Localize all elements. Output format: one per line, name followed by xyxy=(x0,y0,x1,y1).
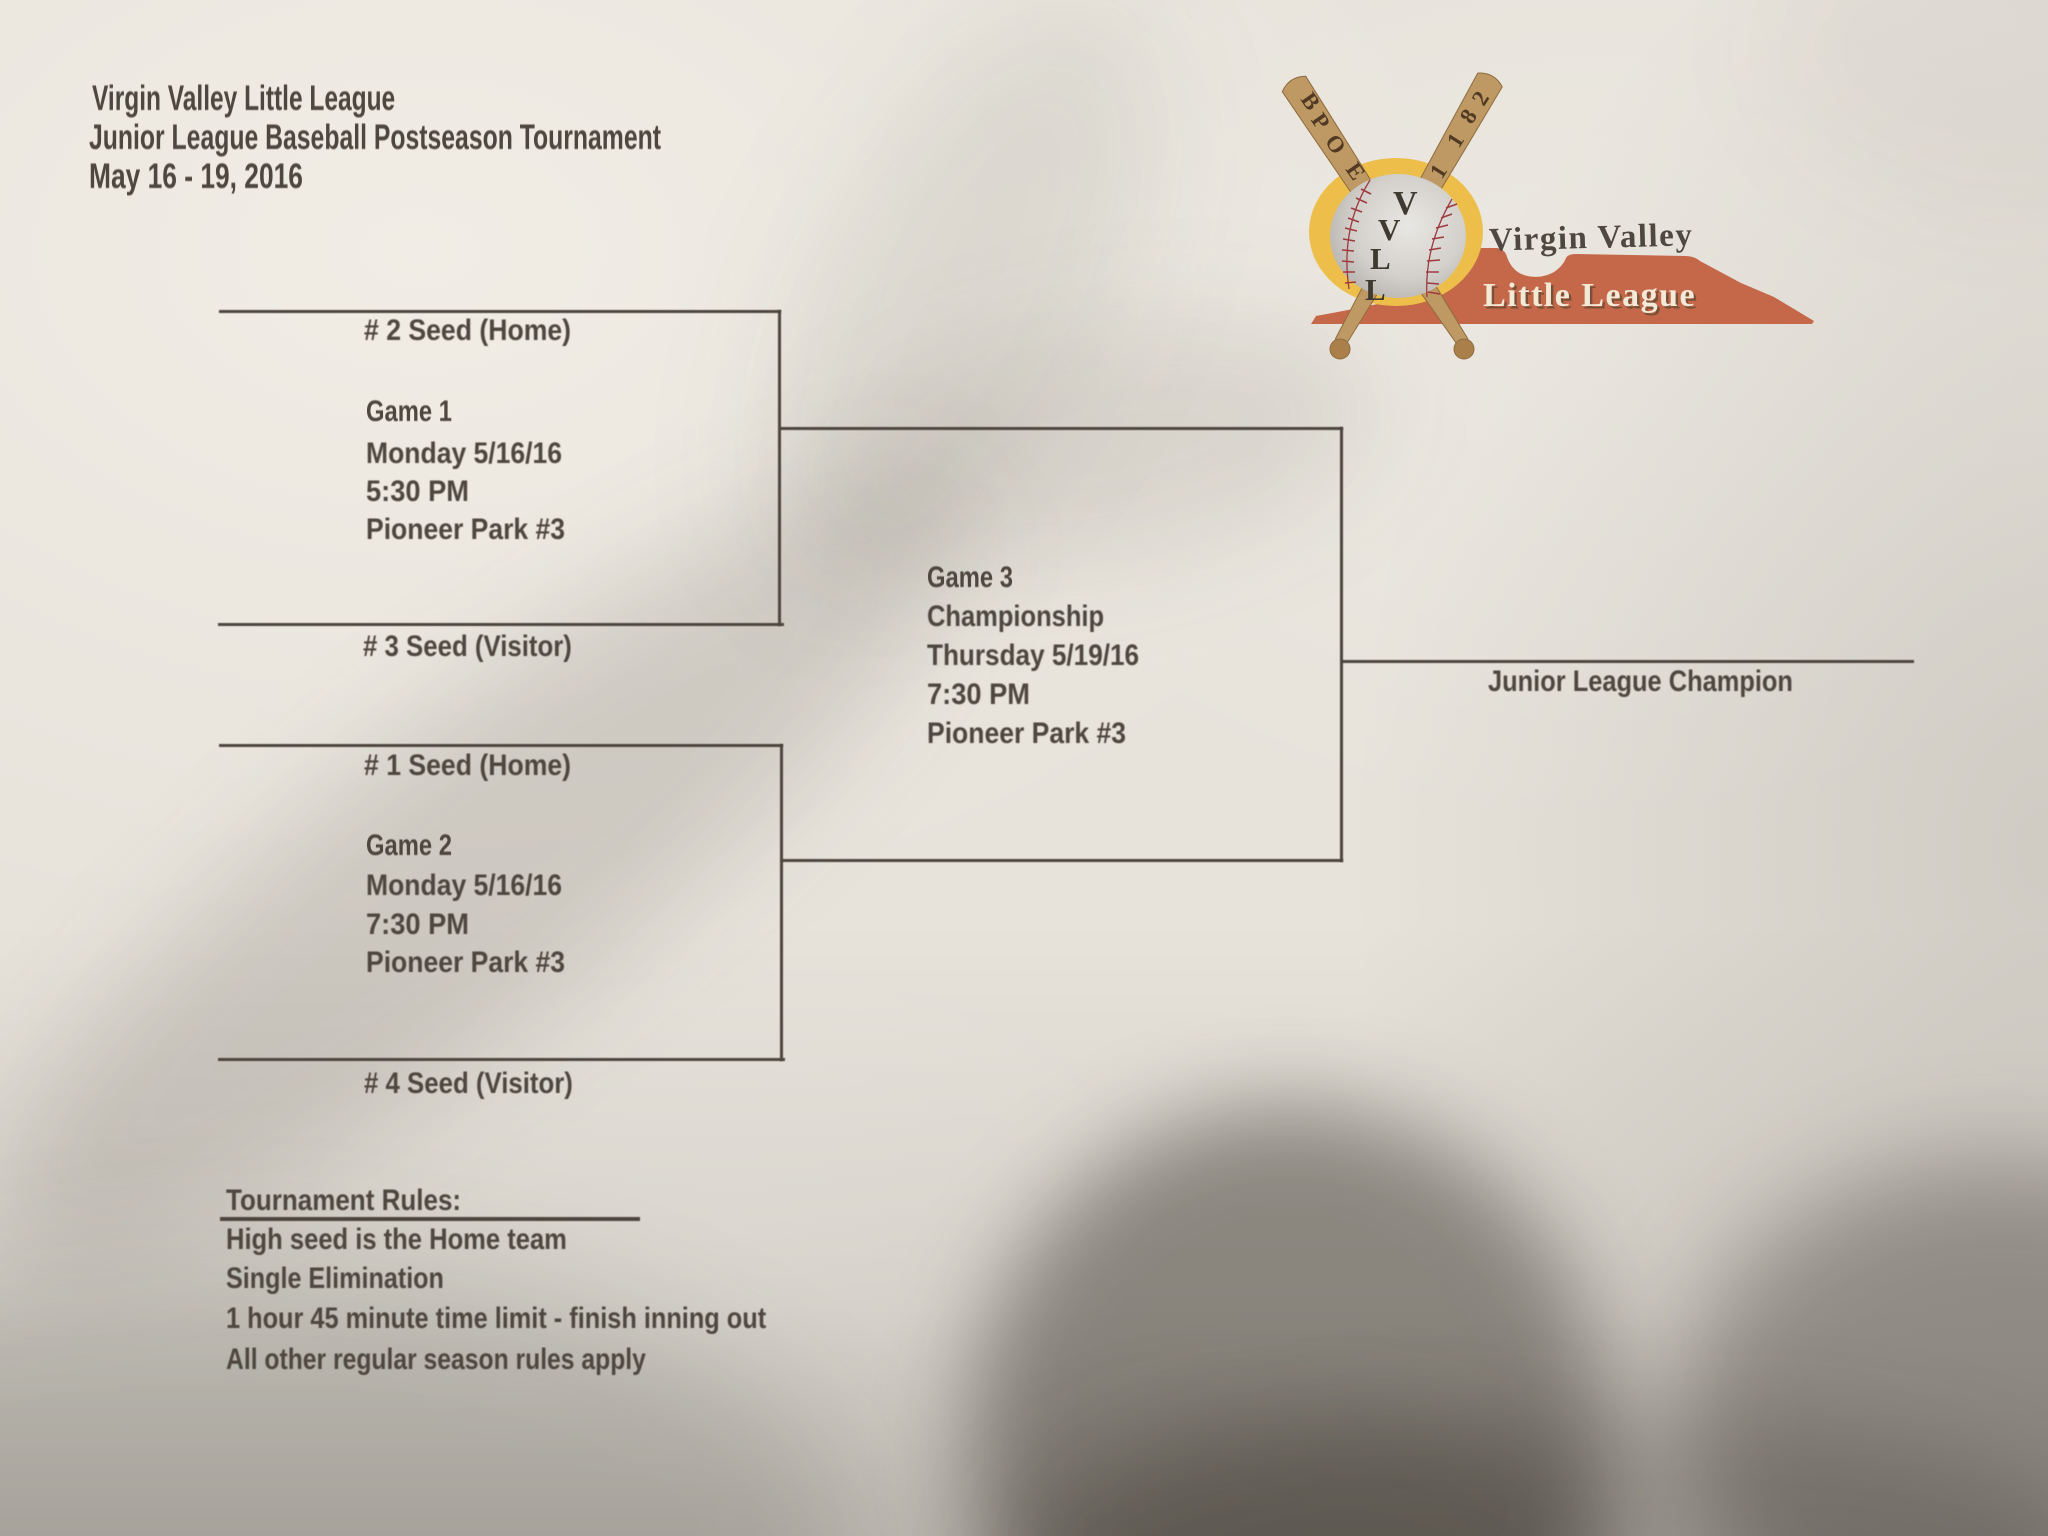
svg-text:Little League: Little League xyxy=(1486,280,1699,317)
svg-text:Little League: Little League xyxy=(1483,277,1696,314)
svg-text:Virgin Valley: Virgin Valley xyxy=(1489,217,1694,258)
svg-text:V: V xyxy=(1393,185,1418,222)
svg-text:L: L xyxy=(1365,272,1386,307)
svg-text:L: L xyxy=(1370,241,1391,276)
svg-text:V: V xyxy=(1378,212,1401,247)
